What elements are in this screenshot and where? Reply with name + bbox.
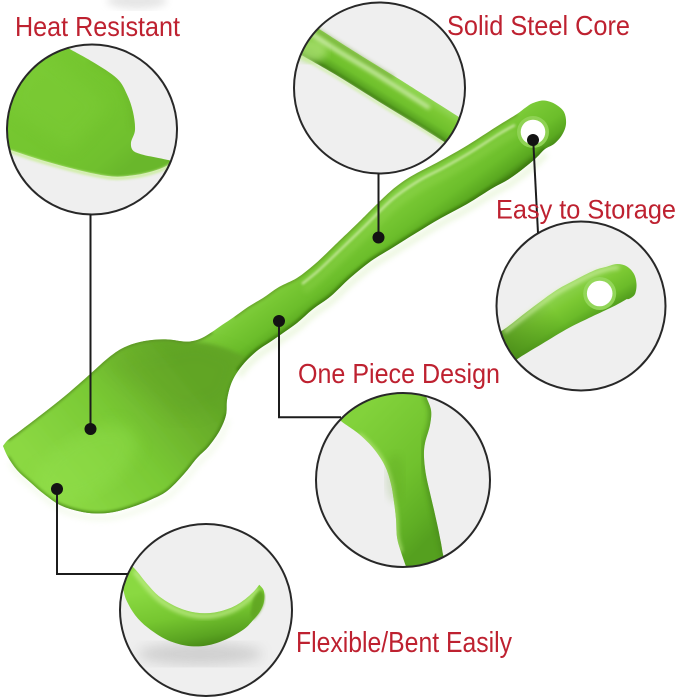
svg-text:Flexible/Bent Easily: Flexible/Bent Easily	[296, 627, 512, 659]
svg-text:Solid Steel Core: Solid Steel Core	[447, 10, 630, 41]
svg-text:One Piece Design: One Piece Design	[298, 358, 500, 389]
svg-text:Easy to Storage: Easy to Storage	[496, 195, 676, 225]
svg-text:Heat Resistant: Heat Resistant	[15, 11, 180, 42]
